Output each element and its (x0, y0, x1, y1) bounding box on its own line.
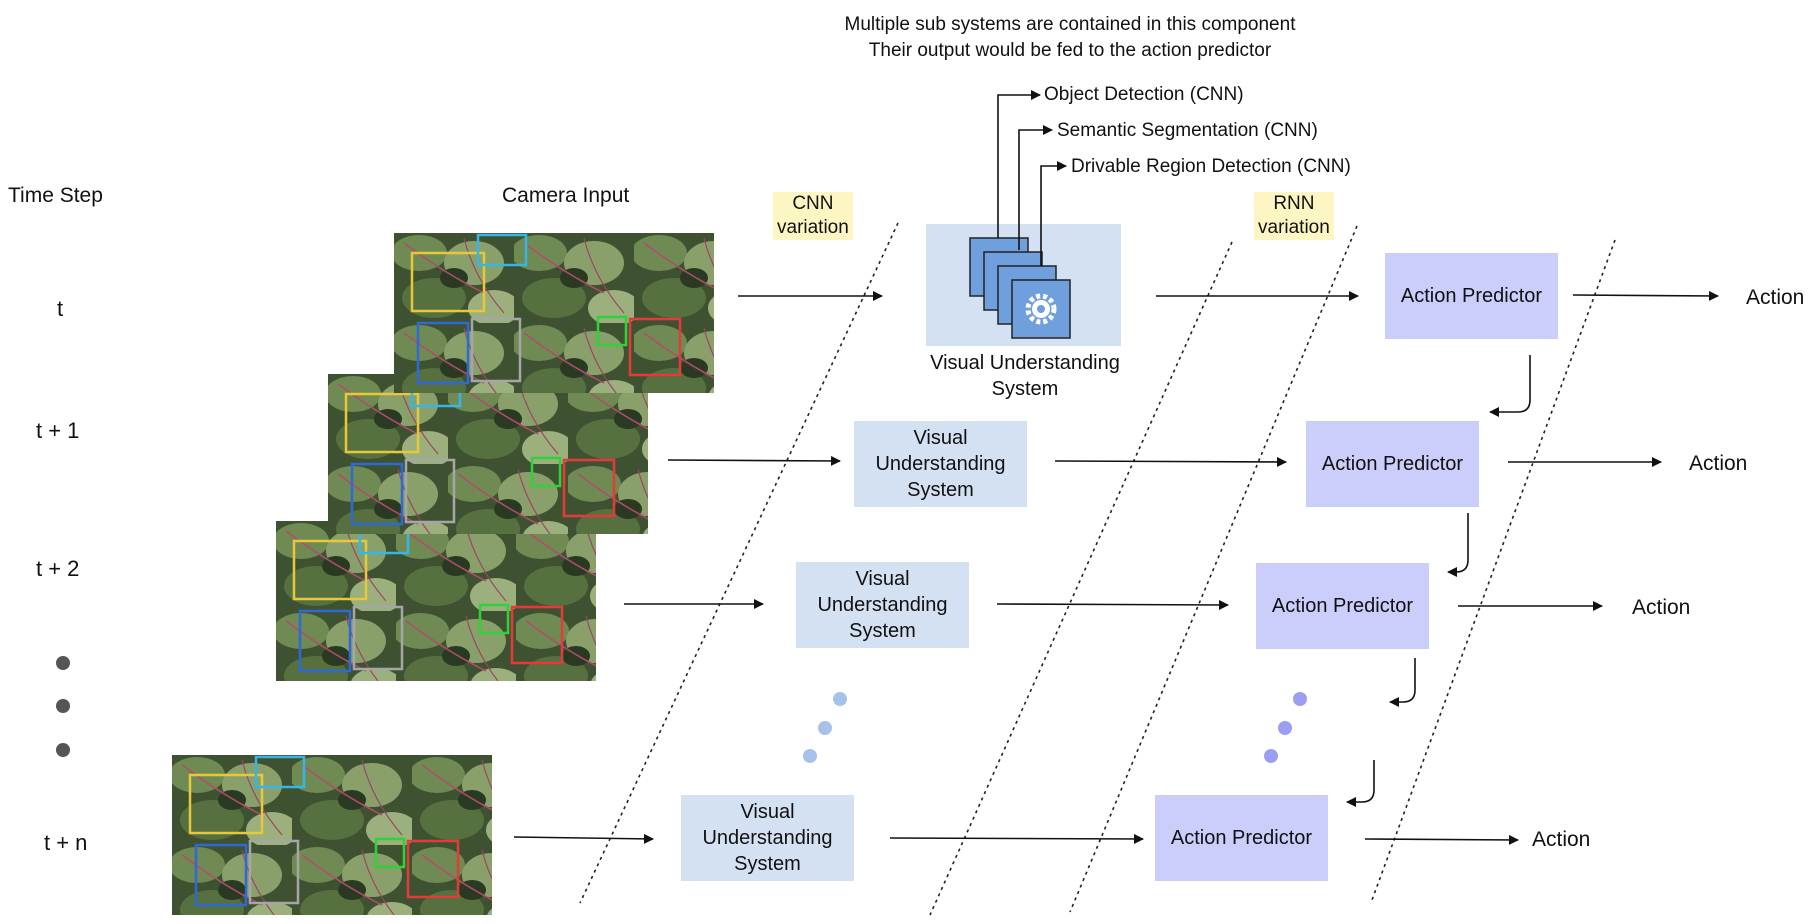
connector-semantic-segmentation (1018, 125, 1053, 250)
time-ellipsis-dots (56, 656, 70, 757)
cnn-divider-line (579, 222, 899, 904)
recurrent-arrow-4 (1346, 760, 1375, 807)
arrow-vus-t1-to-ap (1054, 456, 1287, 467)
vus-label-line-3: System (849, 620, 916, 642)
vus-label-line-2: Understanding (875, 453, 1006, 475)
time-step-header: Time Step (8, 184, 103, 207)
vus-box-t-plus-2: Visual Understanding System (796, 562, 969, 648)
subsystem-label-semantic-segmentation: Semantic Segmentation (CNN) (1057, 120, 1318, 141)
action-output-t-plus-2: Action (1632, 596, 1691, 619)
vus-label-line-1: Visual (740, 801, 795, 823)
connector-drivable-region (1040, 161, 1067, 266)
time-step-t-plus-1: t + 1 (36, 418, 80, 443)
cnn-variation-label: CNN variation (773, 192, 853, 240)
vus-label-line-3: System (734, 853, 801, 875)
rnn-variation-line-2: variation (1258, 217, 1330, 238)
vus-label-line-2: Understanding (702, 827, 833, 849)
vus-label-line-3: System (907, 479, 974, 501)
action-predictor-t-plus-2: Action Predictor (1256, 563, 1429, 649)
rnn-variation-line-1: RNN (1273, 193, 1315, 214)
gear-icon (1025, 293, 1057, 325)
camera-frame-t-plus-n (172, 755, 492, 915)
action-output-t: Action (1746, 286, 1805, 309)
cnn-variation-line-2: variation (777, 217, 849, 238)
action-predictor-t-plus-n: Action Predictor (1155, 795, 1328, 881)
recurrent-arrow-3 (1389, 658, 1416, 707)
ap-ellipsis-dots (1264, 692, 1307, 763)
camera-frame-t (394, 233, 714, 393)
arrow-frame-tn-to-vus (513, 833, 654, 844)
vus-box-t-plus-1: Visual Understanding System (854, 421, 1027, 507)
rnn-divider-line-2 (1069, 225, 1358, 913)
cnn-variation-line-1: CNN (792, 193, 834, 214)
arrow-vus-t2-to-ap (996, 599, 1229, 610)
connector-object-detection (997, 90, 1041, 238)
arrow-frame-t1-to-vus (667, 455, 841, 466)
vus-top-label-line-2: System (991, 378, 1059, 400)
vus-ellipsis-dots (803, 692, 847, 763)
component-note-line-2: Their output would be fed to the action … (868, 40, 1272, 61)
arrow-ap-tn-to-action (1364, 834, 1519, 845)
vus-label-line-1: Visual (913, 427, 968, 449)
action-predictor-t-plus-1: Action Predictor (1306, 421, 1479, 507)
subsystem-label-drivable-region: Drivable Region Detection (CNN) (1071, 156, 1351, 177)
component-note-line-1: Multiple sub systems are contained in th… (844, 14, 1296, 35)
component-note: Multiple sub systems are contained in th… (760, 12, 1380, 64)
time-step-t: t (57, 296, 64, 321)
output-divider-line (1371, 239, 1616, 901)
recurrent-arrow-1 (1489, 355, 1531, 417)
vus-label-line-2: Understanding (817, 594, 948, 616)
action-predictor-t: Action Predictor (1385, 253, 1558, 339)
camera-input-header: Camera Input (502, 184, 630, 207)
vus-box-t-plus-n: Visual Understanding System (681, 795, 854, 881)
subsystem-label-object-detection: Object Detection (CNN) (1044, 84, 1244, 105)
recurrent-arrow-2 (1447, 513, 1469, 577)
vus-label-line-1: Visual (855, 568, 910, 590)
camera-frame-t-plus-2 (276, 521, 596, 681)
camera-frame-t-plus-1 (328, 374, 648, 534)
time-step-t-plus-2: t + 2 (36, 556, 80, 581)
arrow-vus-tn-to-ap (889, 833, 1144, 844)
arrow-ap-t-to-action (1572, 290, 1719, 301)
vus-top-label-line-1: Visual Understanding (930, 352, 1120, 374)
rnn-variation-label: RNN variation (1254, 192, 1334, 240)
time-step-t-plus-n: t + n (44, 830, 88, 855)
action-output-t-plus-n: Action (1532, 828, 1591, 851)
vus-top-label: Visual Understanding System (900, 350, 1150, 402)
action-output-t-plus-1: Action (1689, 452, 1748, 475)
